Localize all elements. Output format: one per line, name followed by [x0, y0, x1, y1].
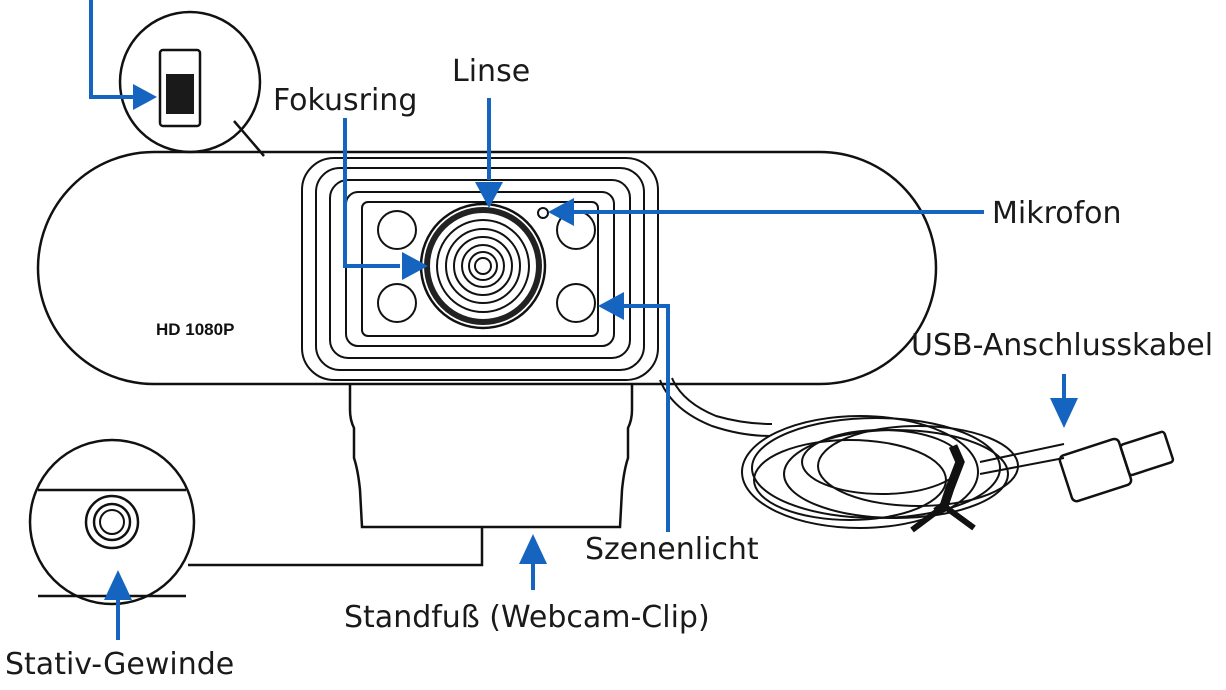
arrow-head-usb [1050, 398, 1078, 428]
tripod-inset [28, 438, 484, 606]
label-stativ-gewinde: Stativ-Gewinde [5, 647, 235, 682]
label-szenenlicht: Szenenlicht [585, 532, 759, 567]
arrow-head-standfuss [519, 534, 547, 564]
label-usb-cable: USB-Anschlusskabel [911, 328, 1214, 363]
lens [419, 202, 547, 330]
arrow-head-mikrofon [548, 198, 574, 226]
arrow-head-szenenlicht [598, 292, 624, 320]
led-bottom-left [377, 283, 417, 323]
label-fokusring: Fokusring [273, 83, 418, 118]
scene-lights [377, 210, 596, 323]
switch-inset [118, 10, 265, 157]
label-mikrofon: Mikrofon [992, 196, 1122, 231]
arrow-head-switch [133, 84, 157, 110]
arrow-head-fokusring [402, 252, 428, 280]
callout-arrows [89, 0, 1078, 640]
label-standfuss: Standfuß (Webcam-Clip) [344, 600, 710, 635]
usb-cable [659, 377, 1175, 533]
arrow-head-linse [475, 182, 503, 208]
model-label: HD 1080P [156, 320, 234, 339]
led-top-left [377, 210, 417, 250]
stand-clip [348, 384, 634, 529]
led-bottom-right [556, 283, 596, 323]
arrow-head-stativ [104, 570, 132, 600]
mic-hole [537, 207, 549, 219]
label-linse: Linse [452, 54, 531, 89]
front-panel [301, 157, 659, 381]
